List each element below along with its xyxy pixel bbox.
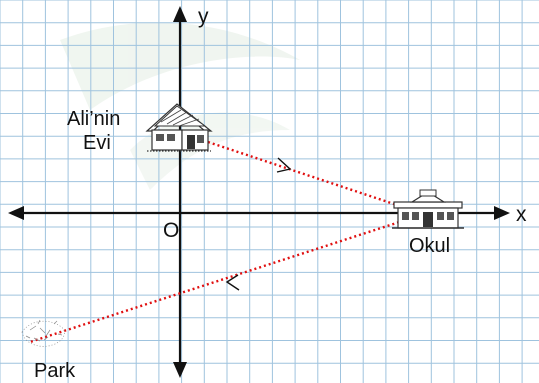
x-axis-label: x: [516, 203, 527, 226]
direction-arrow-icon: [276, 157, 292, 173]
y-axis-down-arrow-icon: [173, 362, 187, 378]
origin-label: O: [163, 219, 179, 242]
home-label-line1: Ali’nin: [67, 108, 120, 130]
x-axis-right-arrow-icon: [494, 206, 510, 220]
x-axis-left-arrow-icon: [8, 206, 24, 220]
home-label-line2: Evi: [83, 132, 111, 154]
route-school-to-park: [29, 214, 419, 344]
direction-arrow-icon: [225, 274, 240, 291]
route-home-to-school: [207, 140, 419, 214]
house-icon: [145, 103, 213, 152]
axis-arrowheads: [8, 6, 510, 378]
school-building-icon: [392, 189, 464, 229]
route: [29, 140, 419, 344]
y-axis-up-arrow-icon: [173, 6, 187, 22]
school-label: Okul: [409, 235, 450, 257]
y-axis-label: y: [198, 5, 209, 28]
park-label: Park: [34, 360, 76, 382]
park-sketch-icon: [21, 319, 65, 347]
route-direction-arrows: [225, 157, 292, 291]
